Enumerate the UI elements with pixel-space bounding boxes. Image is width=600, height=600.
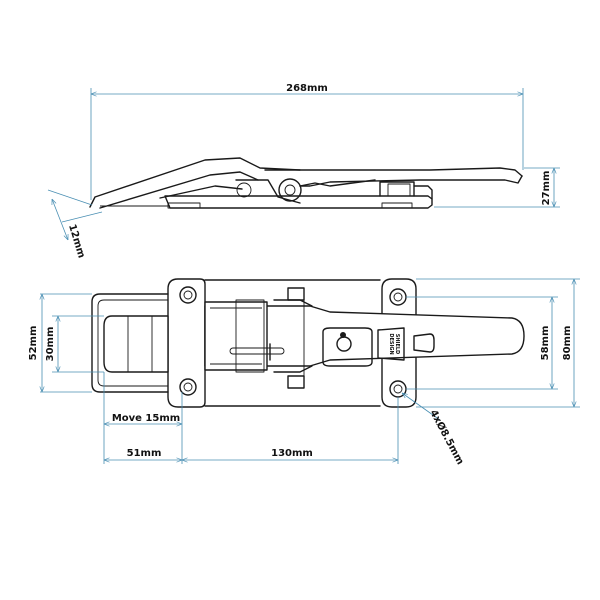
mount-hole (389, 288, 407, 306)
dim-overall-length: 268mm (286, 83, 328, 94)
nameplate-line1: DESIGN (388, 333, 394, 354)
dim-holes: 4xØ8.5mm (427, 408, 466, 467)
dim-plate-height: 80mm (562, 326, 573, 361)
dim-lever-thickness: 12mm (66, 223, 87, 259)
dim-move: Move 15mm (112, 413, 180, 424)
dim-hole-spacing: 58mm (540, 326, 551, 361)
dim-body-length: 130mm (271, 448, 313, 459)
logo-badge (322, 327, 373, 367)
mount-hole (179, 286, 197, 304)
dim-side-height: 27mm (541, 171, 552, 206)
side-view: 268mm 27mm 12mm (47, 83, 560, 260)
dim-strap-length: 51mm (127, 448, 162, 459)
dim-strap-inner: 30mm (45, 327, 56, 362)
top-view: DESIGN SHIELD 52mm 30mm 58mm 80mm Move 1… (28, 278, 580, 467)
mount-hole (179, 378, 197, 396)
nameplate: DESIGN SHIELD (388, 333, 400, 354)
dim-strap-width: 52mm (28, 326, 39, 361)
nameplate-line2: SHIELD (394, 334, 400, 354)
